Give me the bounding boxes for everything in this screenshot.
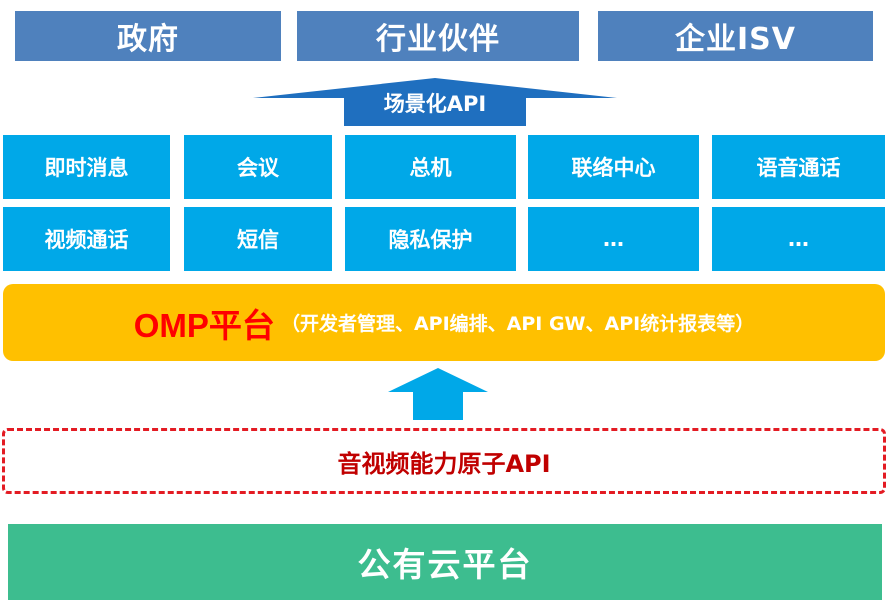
service-cell: 隐私保护 [345, 207, 516, 271]
top-box-government: 政府 [15, 11, 281, 61]
service-cell: 即时消息 [3, 135, 170, 199]
service-cell: … [528, 207, 699, 271]
omp-platform-bar: OMP平台 （开发者管理、API编排、API GW、API统计报表等） [3, 284, 885, 361]
up-arrow-icon [253, 78, 617, 126]
service-cell: 语音通话 [712, 135, 885, 199]
service-cell: 短信 [184, 207, 332, 271]
service-cell: 视频通话 [3, 207, 170, 271]
service-cell: 联络中心 [528, 135, 699, 199]
omp-title: OMP平台 [133, 306, 275, 344]
omp-subtitle: （开发者管理、API编排、API GW、API统计报表等） [280, 313, 755, 335]
up-arrow-small-icon [388, 368, 488, 420]
service-cell: 会议 [184, 135, 332, 199]
service-cell: 总机 [345, 135, 516, 199]
top-box-enterprise-isv: 企业ISV [598, 11, 873, 61]
service-cell: … [712, 207, 885, 271]
top-box-industry-partners: 行业伙伴 [297, 11, 579, 61]
public-cloud-bar: 公有云平台 [8, 524, 882, 600]
arrow-label: 场景化API [383, 92, 487, 116]
atomic-api-box: 音视频能力原子API [2, 428, 886, 494]
